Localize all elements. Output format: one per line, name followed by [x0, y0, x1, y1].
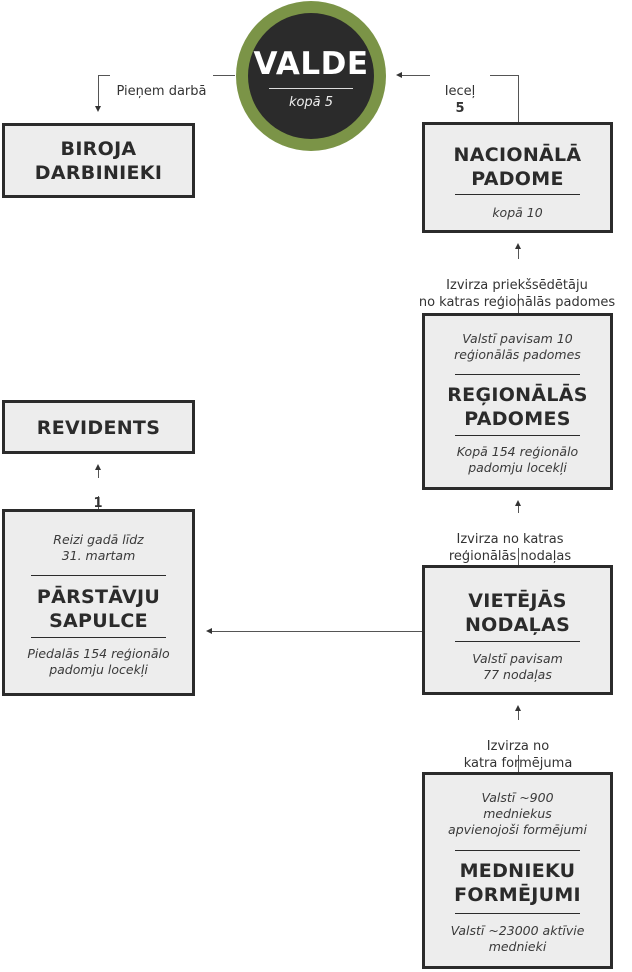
connector-form-nod-v1	[518, 711, 519, 720]
revidents-box: REVIDENTS	[2, 400, 195, 454]
vietejas-nodalas-box: VIETĒJĀS NODAĻAS Valstī pavisam 77 nodaļ…	[422, 565, 613, 695]
label-revidents-num: 1	[93, 496, 103, 511]
sapulce-divider-top	[31, 575, 166, 576]
nodalas-title: VIETĒJĀS NODAĻAS	[464, 590, 571, 636]
sapulce-note-top: Reizi gadā līdz 31. martam	[53, 532, 144, 563]
regionalas-padomes-box: Valstī pavisam 10 reģionālās padomes REĢ…	[422, 313, 613, 490]
nacionala-title: NACIONĀLĀ PADOME	[453, 144, 582, 190]
arrow-to-sapulce	[206, 628, 212, 634]
formejumi-divider-bottom	[455, 913, 580, 914]
biroja-darbinieki-box: BIROJA DARBINIEKI	[2, 123, 195, 198]
biroja-title: BIROJA DARBINIEKI	[34, 138, 163, 184]
valde-inner-circle: VALDE kopā 5	[248, 13, 374, 139]
regionalas-note-bottom: Kopā 154 reģionālo padomju locekļi	[456, 444, 579, 475]
connector-reg-nac-v1	[518, 249, 519, 259]
connector-valde-biroja-v	[98, 75, 99, 106]
sapulce-title: PĀRSTĀVJU SAPULCE	[36, 586, 161, 632]
label-pienem: Pieņem darbā	[110, 66, 213, 100]
connector-nac-valde-h1	[402, 75, 430, 76]
label-izvirza-nod-text: Izvirza no katra formējuma	[463, 739, 573, 771]
connector-nodalas-sapulce-h	[212, 631, 423, 632]
arrow-to-valde	[396, 72, 402, 78]
connector-reg-nac-v2	[518, 294, 519, 313]
formejumi-divider-top	[455, 850, 580, 851]
connector-valde-biroja-h	[98, 75, 110, 76]
valde-node: VALDE kopā 5	[236, 1, 386, 151]
arrow-to-nodalas	[515, 705, 521, 711]
arrow-to-nacionala	[515, 243, 521, 249]
connector-valde-biroja-h2	[213, 75, 235, 76]
connector-form-nod-v2	[518, 755, 519, 772]
connector-nod-reg-v1	[518, 506, 519, 513]
arrow-to-revidents	[95, 464, 101, 470]
sapulce-divider-bottom	[31, 637, 166, 638]
regionalas-note-top: Valstī pavisam 10 reģionālās padomes	[454, 331, 581, 362]
regionalas-divider-top	[455, 374, 580, 375]
label-ievel: Ieceļ 5	[431, 66, 489, 117]
regionalas-title: REĢIONĀLĀS PADOMES	[447, 384, 588, 430]
formejumi-note-top: Valstī ~900 medniekus apvienojoši formēj…	[448, 790, 587, 837]
connector-nod-reg-v2	[518, 548, 519, 565]
connector-sapulce-revidents-v2	[98, 496, 99, 509]
revidents-title: REVIDENTS	[36, 417, 161, 439]
label-izvirza-nac-text: Izvirza priekšsēdētāju no katras reģionā…	[418, 278, 616, 310]
nacionala-divider	[455, 194, 580, 195]
valde-divider	[269, 88, 353, 89]
label-izvirza-reg: Izvirza no katras reģionālās nodaļas 2	[430, 514, 590, 582]
nacionala-padome-box: NACIONĀLĀ PADOME kopā 10	[422, 122, 613, 233]
formejumi-note-bottom: Valstī ~23000 aktīvie mednieki	[450, 923, 585, 954]
regionalas-divider-bottom	[455, 435, 580, 436]
connector-nac-valde-h2	[490, 75, 519, 76]
formejumi-title: MEDNIEKU FORMĒJUMI	[454, 860, 581, 906]
connector-nac-valde-v	[518, 75, 519, 122]
label-ievel-text: Ieceļ	[444, 84, 476, 99]
connector-sapulce-revidents-v1	[98, 470, 99, 478]
nacionala-note: kopā 10	[492, 205, 543, 220]
label-revidents: 1	[88, 478, 108, 512]
nodalas-note: Valstī pavisam 77 nodaļas	[472, 651, 563, 682]
label-ievel-num: 5	[455, 101, 465, 116]
arrow-to-regionalas	[515, 500, 521, 506]
label-pienem-text: Pieņem darbā	[116, 84, 207, 99]
valde-title: VALDE	[253, 46, 369, 82]
parstavju-sapulce-box: Reizi gadā līdz 31. martam PĀRSTĀVJU SAP…	[2, 509, 195, 696]
mednieku-formejumi-box: Valstī ~900 medniekus apvienojoši formēj…	[422, 772, 613, 969]
sapulce-note-bottom: Piedalās 154 reģionālo padomju locekļi	[27, 646, 170, 677]
valde-note: kopā 5	[288, 95, 334, 110]
label-izvirza-reg-text: Izvirza no katras reģionālās nodaļas	[448, 532, 572, 564]
arrow-to-biroja	[95, 106, 101, 112]
nodalas-divider	[455, 641, 580, 642]
